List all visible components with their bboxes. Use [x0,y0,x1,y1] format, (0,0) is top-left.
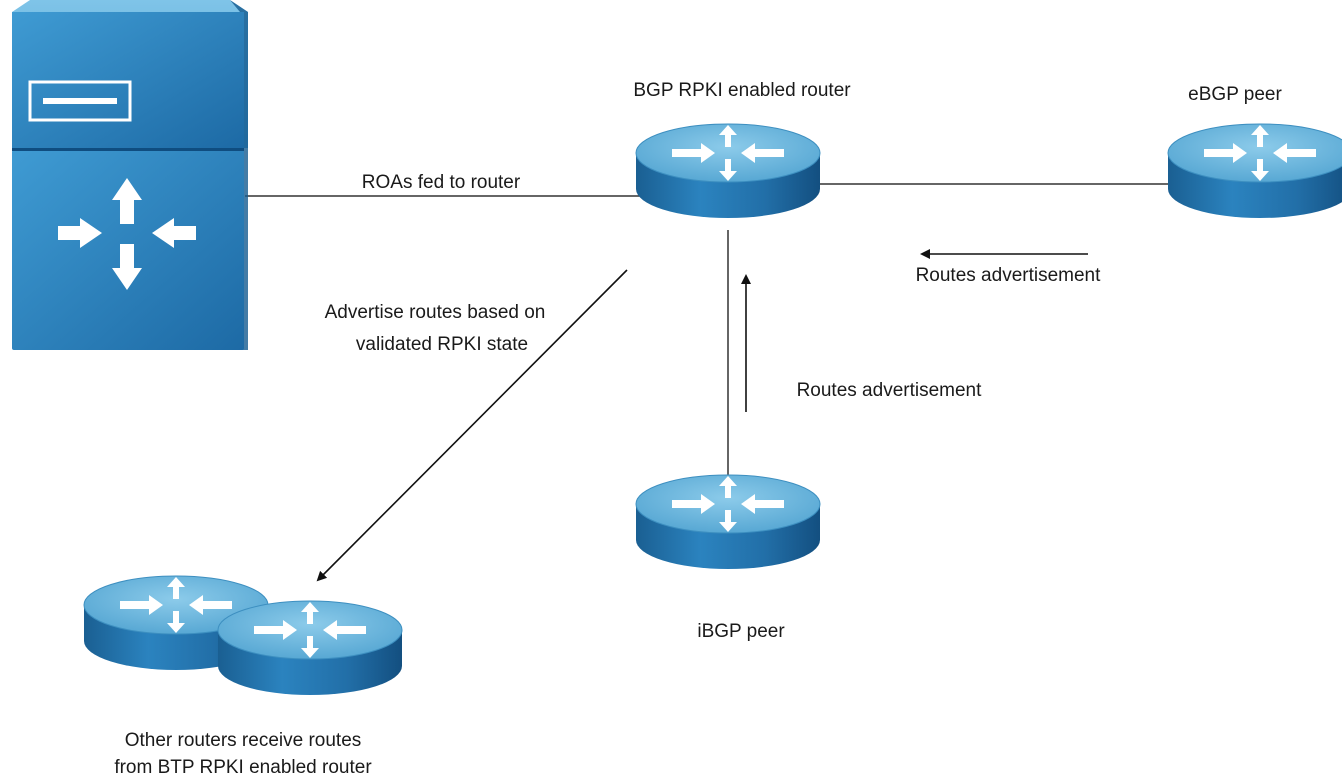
arrows [316,249,1088,582]
ibgp-peer-label: iBGP peer [697,621,785,642]
ibgp-routes-advertisement-label: Routes advertisement [797,380,983,401]
roa-feed-label: ROAs fed to router [362,172,521,193]
advertise-label-line1: Advertise routes based on [325,302,546,323]
other-routers-label-line2: from BTP RPKI enabled router [114,757,372,778]
core-router-label: BGP RPKI enabled router [633,80,851,101]
other-routers-label-line1: Other routers receive routes [125,730,362,751]
rpki-validator-server-icon [12,0,248,350]
other-router-front-icon [217,600,403,696]
ebgp-routes-advertisement-label: Routes advertisement [916,265,1102,286]
ebgp-router-icon [1167,123,1342,219]
advertise-label-line2: validated RPKI state [356,334,528,355]
connections [245,183,1172,482]
ebgp-peer-label: eBGP peer [1188,84,1282,105]
core-router-icon [635,123,821,219]
advertise-to-others-arrow [316,269,628,582]
ibgp-router-icon [635,474,821,570]
